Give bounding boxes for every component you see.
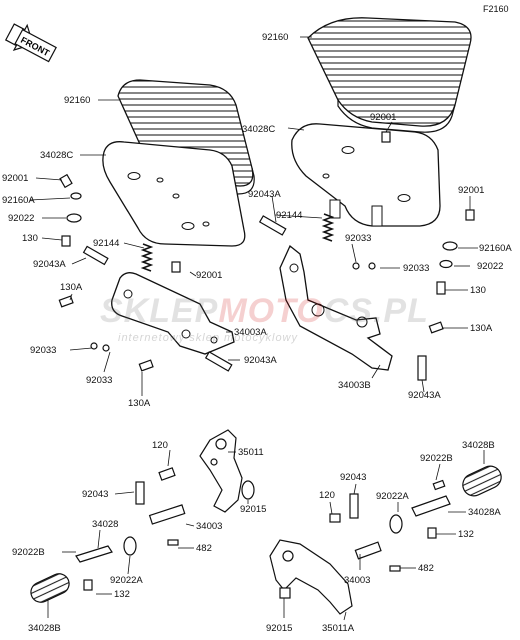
part-label: 92001	[458, 185, 485, 196]
part-label: 92033	[403, 263, 430, 274]
part-label: 92033	[86, 375, 113, 386]
part-label: 92001	[196, 270, 223, 281]
part-label: 34028	[92, 519, 119, 530]
part-label: 92043	[340, 472, 367, 483]
part-label: 130A	[128, 398, 151, 409]
part-label: 92022B	[420, 453, 453, 464]
part-label: 92043A	[244, 355, 277, 366]
part-label: 130	[470, 285, 486, 296]
spring-left	[140, 243, 154, 272]
part-label: 34028C	[242, 124, 276, 135]
part-label: 92043A	[33, 259, 66, 270]
lower-right-step-assembly	[269, 465, 502, 615]
part-label: 130	[22, 233, 38, 244]
part-label: 92001	[370, 112, 397, 123]
part-label: 34003B	[338, 380, 371, 391]
part-label: 92144	[276, 210, 303, 221]
part-label: 92043A	[248, 189, 281, 200]
part-label: 92033	[30, 345, 57, 356]
left-floorboard-plate	[102, 141, 246, 247]
part-label: 92001	[2, 173, 29, 184]
watermark-brand-suffix: CS.PL	[323, 292, 429, 330]
part-label: 92160	[64, 95, 91, 106]
watermark-brand: SKLEPMOTOCS.PL	[100, 292, 429, 331]
part-label: 35011	[238, 447, 264, 458]
part-label: 92022	[8, 213, 35, 224]
part-label: 130A	[470, 323, 493, 334]
part-label: 132	[114, 589, 130, 600]
part-label: 92160A	[2, 195, 35, 206]
part-label: 92022B	[12, 547, 45, 558]
lower-left-step-assembly	[30, 429, 255, 603]
part-label: 92033	[345, 233, 372, 244]
left-floorboard-bracket	[111, 272, 235, 355]
watermark-brand-prefix: SKLEP	[100, 292, 219, 330]
part-label: 34028A	[468, 507, 501, 518]
part-label: 34028C	[40, 150, 74, 161]
part-label: 92043A	[408, 390, 441, 401]
part-label: 92160	[262, 32, 289, 43]
part-label: 92022A	[110, 575, 143, 586]
watermark-tagline: internetowy sklep motocyklowy	[118, 332, 299, 344]
part-label: 34003	[344, 575, 371, 586]
upper-hardware	[58, 131, 475, 381]
front-direction-arrow: FRONT	[4, 23, 57, 63]
part-label: 92144	[93, 238, 120, 249]
part-label: 34003	[196, 521, 223, 532]
part-label: 120	[152, 440, 168, 451]
part-label: 130A	[60, 282, 83, 293]
part-label: 132	[458, 529, 474, 540]
part-label: 34028B	[28, 623, 61, 634]
right-floorboard-bracket	[279, 244, 393, 371]
part-label: 92015	[266, 623, 293, 634]
part-label: 92043	[82, 489, 109, 500]
part-label: 35011A	[322, 623, 355, 634]
part-label: 92160A	[479, 243, 512, 254]
part-label: 120	[319, 490, 335, 501]
part-label: 92015	[240, 504, 267, 515]
watermark-brand-mid: MOTO	[218, 292, 324, 330]
part-label: 34003A	[234, 327, 267, 338]
part-label: 92022A	[376, 491, 409, 502]
right-floorboard-plate	[291, 123, 441, 227]
part-label: 482	[196, 543, 212, 554]
spring-right	[321, 213, 335, 242]
part-label: 34028B	[462, 440, 495, 451]
figure-code: F2160	[483, 4, 509, 14]
part-label: 482	[418, 563, 434, 574]
leader-lines-upper	[29, 36, 478, 396]
part-label: 92022	[477, 261, 504, 272]
leader-lines-lower	[47, 449, 485, 621]
